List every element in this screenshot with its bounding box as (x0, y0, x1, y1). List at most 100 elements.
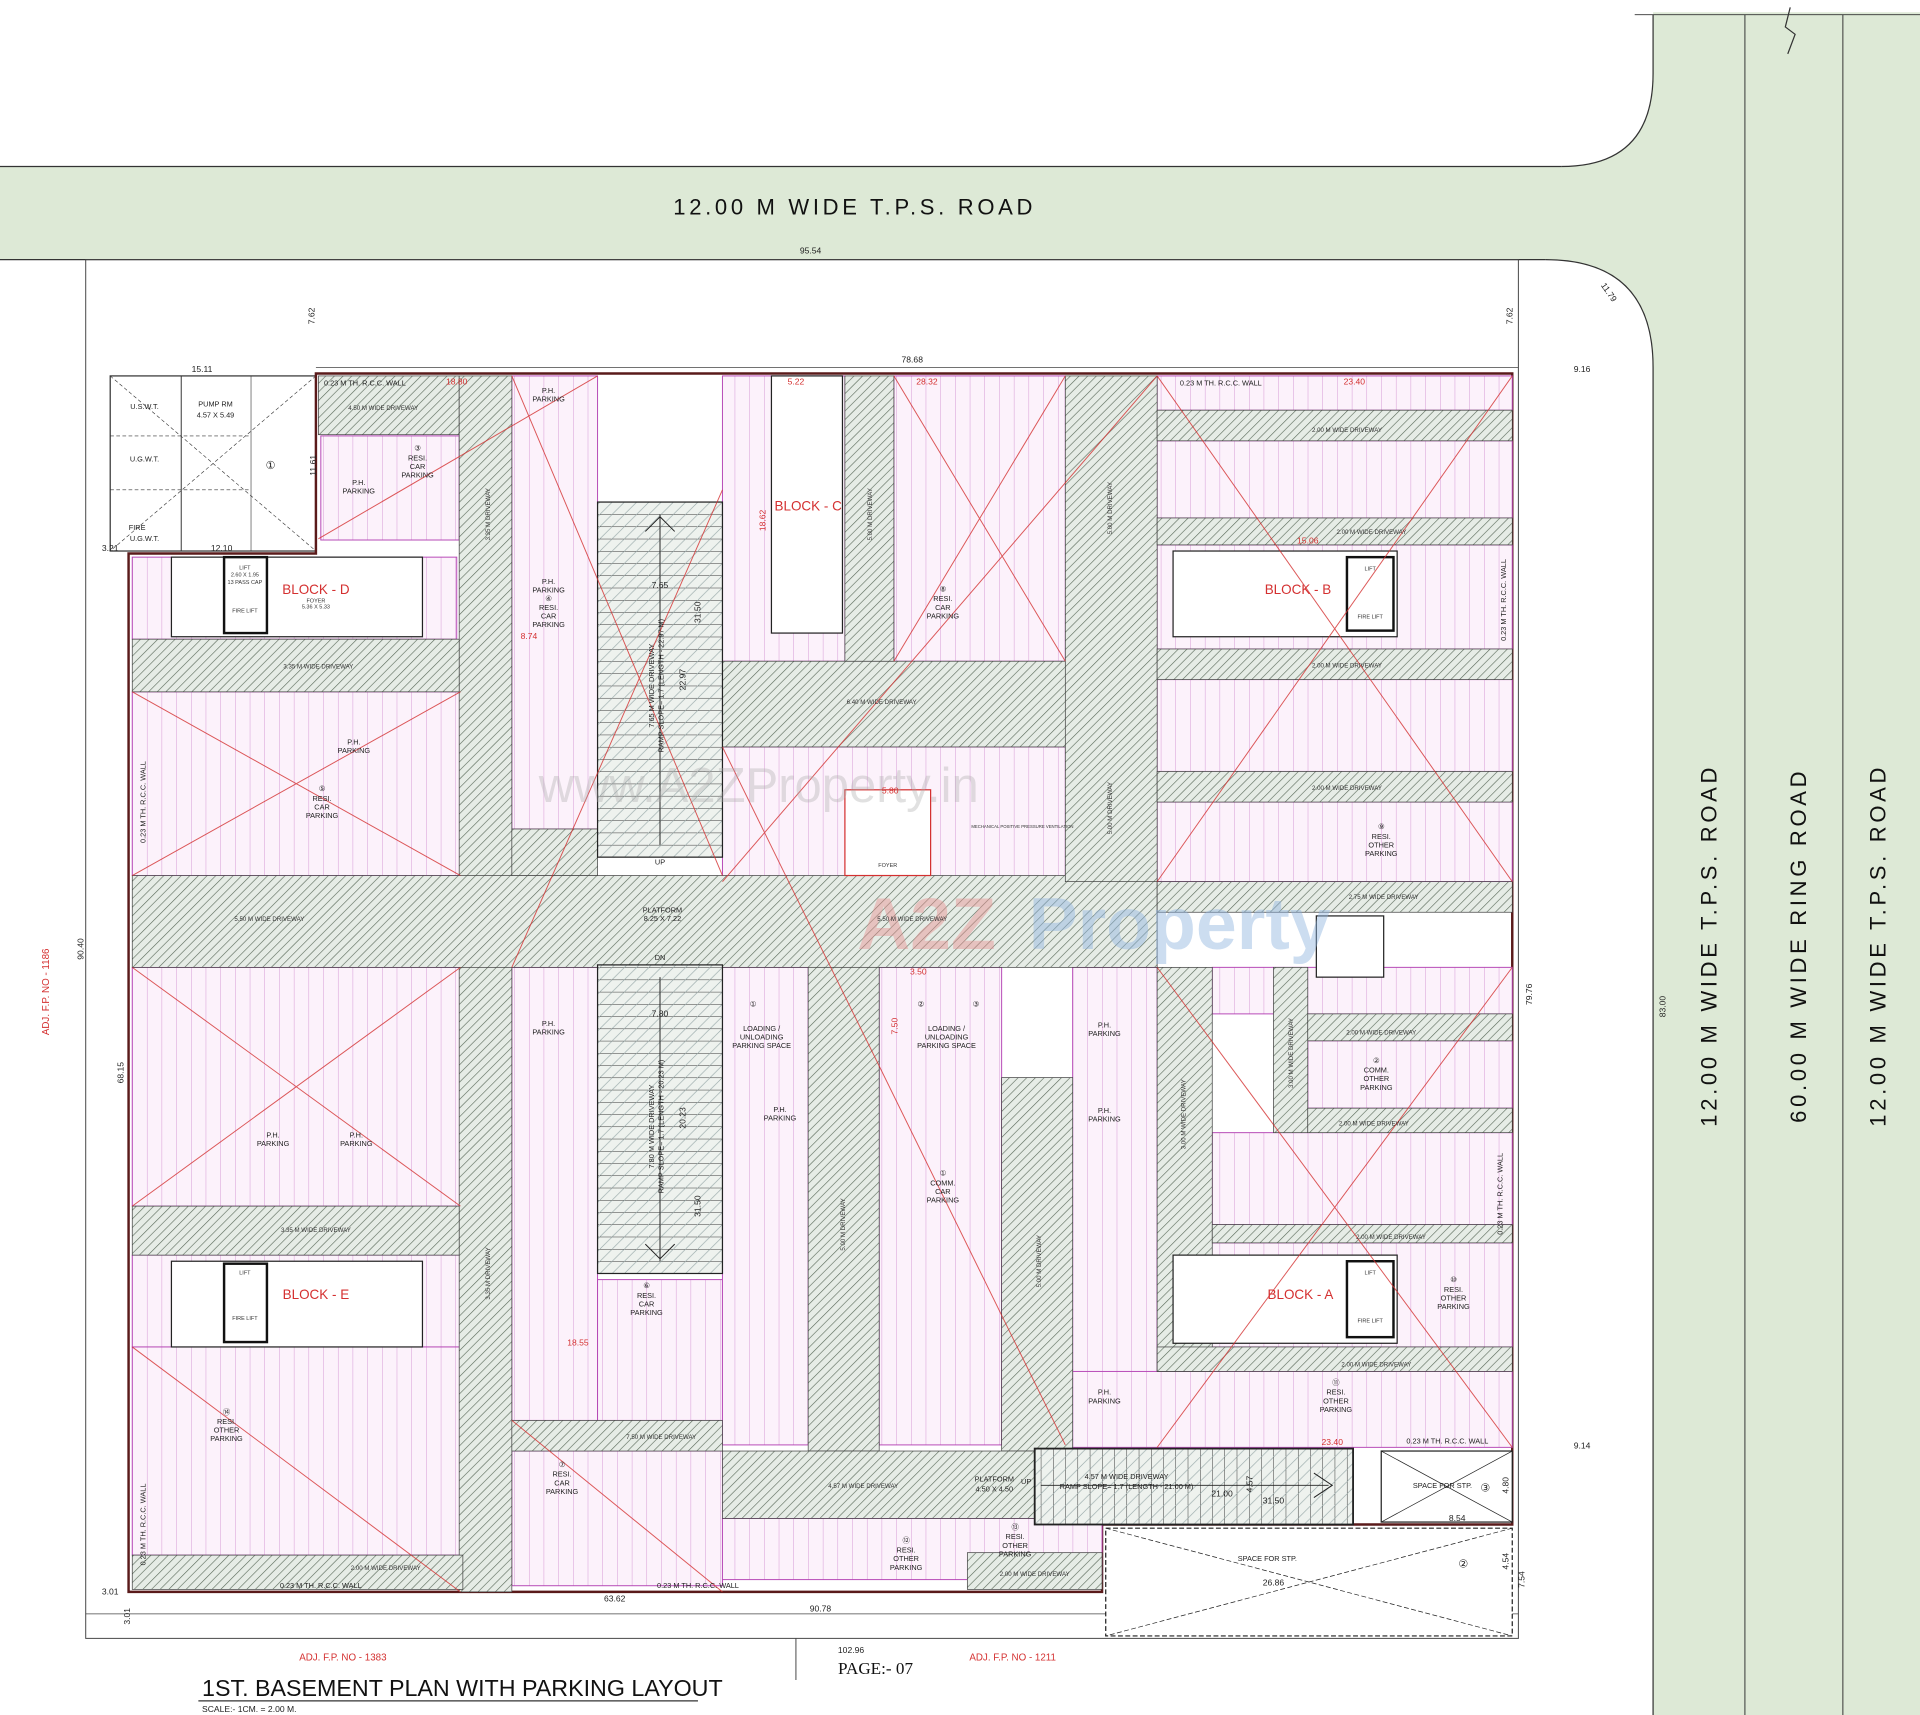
parking-label-line: LOADING / (928, 1024, 966, 1033)
lift-capacity: 13 PASS CAP (228, 580, 263, 586)
parking-zone (1156, 440, 1513, 519)
rcc-wall-label: 0.23 M TH. R.C.C. WALL (280, 1581, 362, 1590)
driveway-2-00 (1156, 648, 1513, 680)
lift-shaft (1345, 1260, 1395, 1339)
parking-label-line: ⑭ (223, 1407, 231, 1416)
foyer-label: FOYER (878, 863, 897, 869)
fire-lift-label: FIRE LIFT (1358, 614, 1384, 620)
parking-label-line: CAR (314, 802, 329, 811)
parking-zone (1307, 1040, 1513, 1109)
fire-lift-label: FIRE LIFT (232, 1316, 258, 1322)
parking-label-line: P.H. (542, 386, 555, 395)
ph-parking-label: P.H.PARKING (532, 1019, 565, 1037)
parking-label-line: P.H. (773, 1105, 786, 1114)
parking-label-line: ⑧ (940, 584, 947, 593)
driveway-label: 2.00 M WIDE DRIVEWAY (1339, 1120, 1409, 1127)
fire-label: FIRE (129, 523, 146, 532)
ph-parking-label: P.H.PARKING (1088, 1388, 1121, 1406)
ramp-width: 4.57 (1245, 1476, 1255, 1493)
parking-label-line: OTHER (214, 1426, 240, 1435)
watermark-url: www.A2ZProperty.in (538, 759, 979, 813)
dim-red: 15.06 (1297, 536, 1319, 546)
foyer-label: FOYER (306, 598, 325, 604)
ph-parking-label: P.H.PARKING (532, 577, 565, 595)
bottom-ramp (1033, 1447, 1354, 1526)
dim-red: 5.22 (788, 376, 805, 386)
parking-label-line: RESI. (897, 1546, 916, 1555)
block-a-label: BLOCK - A (1268, 1287, 1334, 1302)
parking-label-line: ③ (973, 1000, 980, 1009)
driveway-2-00 (1211, 1224, 1513, 1244)
parking-label-line: RESI. (933, 594, 952, 603)
driveway-label: 3.00 M WIDE DRIVEWAY (1288, 1018, 1295, 1088)
driveway-vertical (844, 375, 895, 662)
block-b-label: BLOCK - B (1265, 582, 1332, 597)
parking-label-line: ⑦ (559, 1460, 566, 1469)
rcc-wall-label: 0.23 M TH. R.C.C. WALL (1180, 379, 1262, 388)
parking-label-line: PARKING SPACE (917, 1041, 976, 1050)
ring-road-label: 60.00 M WIDE RING ROAD (1786, 768, 1811, 1123)
road-curve (1545, 258, 1654, 1715)
parking-label-line: PARKING SPACE (732, 1041, 791, 1050)
block-cores (170, 375, 1398, 1348)
plot-boundary (85, 259, 1519, 1639)
parking-label-line: P.H. (350, 1131, 363, 1140)
parking-label-line: CAR (554, 1478, 569, 1487)
dim-front-right: 7.62 (1504, 307, 1514, 324)
block-d-label: BLOCK - D (282, 582, 350, 597)
rcc-wall-label: 0.23 M TH. R.C.C. WALL (324, 379, 406, 388)
rcc-wall-label: 0.23 M TH. R.C.C. WALL (1499, 559, 1508, 641)
ph-parking-label: P.H.PARKING (338, 737, 371, 755)
dim-pump-width: 15.11 (192, 364, 213, 374)
driveway-3-35-lower (131, 1205, 460, 1256)
dim-bottom-total: 102.96 (838, 1645, 864, 1655)
stp-dim: 26.86 (1263, 1578, 1285, 1588)
dim-red: 23.40 (1344, 376, 1366, 386)
dim-red: 7.50 (890, 1018, 900, 1035)
right-road-label-3: 12.00 M WIDE T.P.S. ROAD (1866, 764, 1891, 1127)
parking-label-line: RESI. (552, 1470, 571, 1479)
platform-label: PLATFORM (975, 1475, 1014, 1484)
watermark-brand-b: Property (1029, 882, 1331, 965)
uswt-label: U.S.W.T. (130, 402, 159, 411)
driveway-2-00 (1307, 1107, 1513, 1134)
ramp-label: 4.57 M WIDE DRIVEWAY (1085, 1472, 1169, 1481)
driveway-2-00 (1156, 517, 1513, 546)
parking-label-line: PARKING (927, 611, 960, 620)
dim-red: 8.74 (521, 631, 538, 641)
adjacent-plot-left: ADJ. F.P. NO - 1186 (41, 948, 52, 1035)
lift-label: LIFT (1365, 1271, 1377, 1277)
rcc-wall-label: 0.23 M TH. R.C.C. WALL (1495, 1153, 1504, 1235)
ramp-slope: RAMP SLOPE= 1:7 (LENGTH - 22.97 M) (657, 619, 666, 753)
dim-front-left: 7.62 (307, 307, 317, 324)
parking-label-line: CAR (410, 462, 425, 471)
ph-parking-label: P.H.PARKING (257, 1131, 290, 1149)
ramp-length: 20.23 (678, 1107, 688, 1129)
ramp-down-label: DN (655, 953, 666, 962)
driveway-label: 5.00 M DRIVEWAY (1036, 1235, 1043, 1287)
driveway-3-00-vertical (1273, 966, 1309, 1134)
parking-label-line: PARKING (257, 1139, 290, 1148)
parking-label-line: ③ (414, 444, 421, 453)
parking-label-line: PARKING (1360, 1083, 1393, 1092)
block-e-core (170, 1260, 424, 1348)
parking-label-line: ① (940, 1169, 947, 1178)
dim-left-total: 90.40 (75, 938, 85, 960)
parking-zone (1156, 679, 1513, 772)
foyer-size: 5.36 X 5.33 (302, 605, 330, 611)
stp-dim: 8.54 (1449, 1513, 1466, 1523)
parking-labels: P.H.PARKING P.H.PARKING P.H.PARKING P.H.… (210, 386, 1470, 1572)
dim-left-building: 68.15 (116, 1062, 126, 1084)
parking-label-line: ④ (545, 594, 552, 603)
ph-parking-label: P.H.PARKING (764, 1105, 797, 1123)
driveway-label: 5.00 M DRIVEWAY (867, 488, 874, 540)
dim-red: 23.40 (1322, 1437, 1344, 1447)
parking-label-line: CAR (541, 611, 556, 620)
driveway-labels: 4.50 M WIDE DRIVEWAY 3.35 M WIDE DRIVEWA… (234, 405, 1426, 1578)
